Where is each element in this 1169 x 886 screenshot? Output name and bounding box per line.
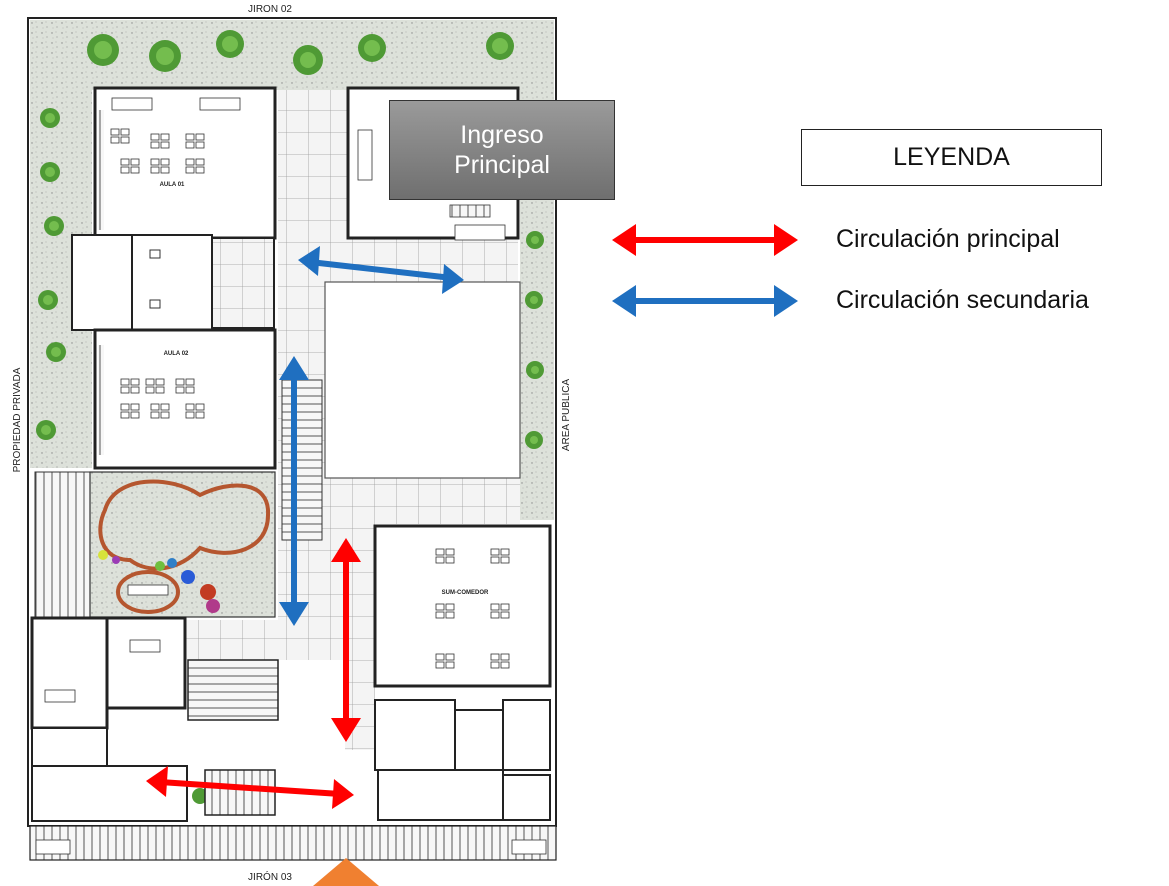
bathrooms: [71, 234, 275, 331]
sum-comedor-label: SUM-COMEDOR: [442, 590, 489, 596]
legend-label-secondary: Circulación secundaria: [836, 286, 1089, 314]
trees: [36, 30, 544, 804]
aula-02-label: AULA 02: [164, 351, 189, 357]
sidewalk: [29, 825, 557, 861]
legend-title-box: LEYENDA: [801, 129, 1102, 186]
entrance-line1: Ingreso: [460, 121, 544, 149]
aula-01-label: AULA 01: [160, 182, 185, 188]
street-top-label: JIRON 02: [248, 4, 292, 15]
entry-marker: [313, 858, 379, 886]
mid-corridor: [320, 478, 520, 524]
entrance-line2: Principal: [454, 151, 550, 179]
area-right-label: AREA PUBLICA: [561, 379, 572, 452]
main-entrance-callout: Ingreso Principal: [389, 100, 615, 200]
aula-01: [93, 86, 277, 240]
property-left-label: PROPIEDAD PRIVADA: [12, 367, 23, 472]
service-rooms: [204, 699, 551, 821]
sum-comedor: [373, 524, 552, 688]
stairs: [187, 659, 279, 721]
aula-02: [93, 328, 277, 470]
courtyard: [324, 281, 521, 479]
secondary-circulation-arrows: [279, 246, 464, 626]
legend-title: LEYENDA: [893, 143, 1010, 171]
legend-arrow-main: [612, 224, 798, 256]
main-circulation-arrows: [146, 538, 361, 809]
play-area: [34, 471, 276, 618]
legend-label-main: Circulación principal: [836, 225, 1060, 253]
ramp: [281, 379, 323, 541]
legend-arrow-secondary: [612, 285, 798, 317]
street-bottom-label: JIRÓN 03: [248, 870, 292, 883]
